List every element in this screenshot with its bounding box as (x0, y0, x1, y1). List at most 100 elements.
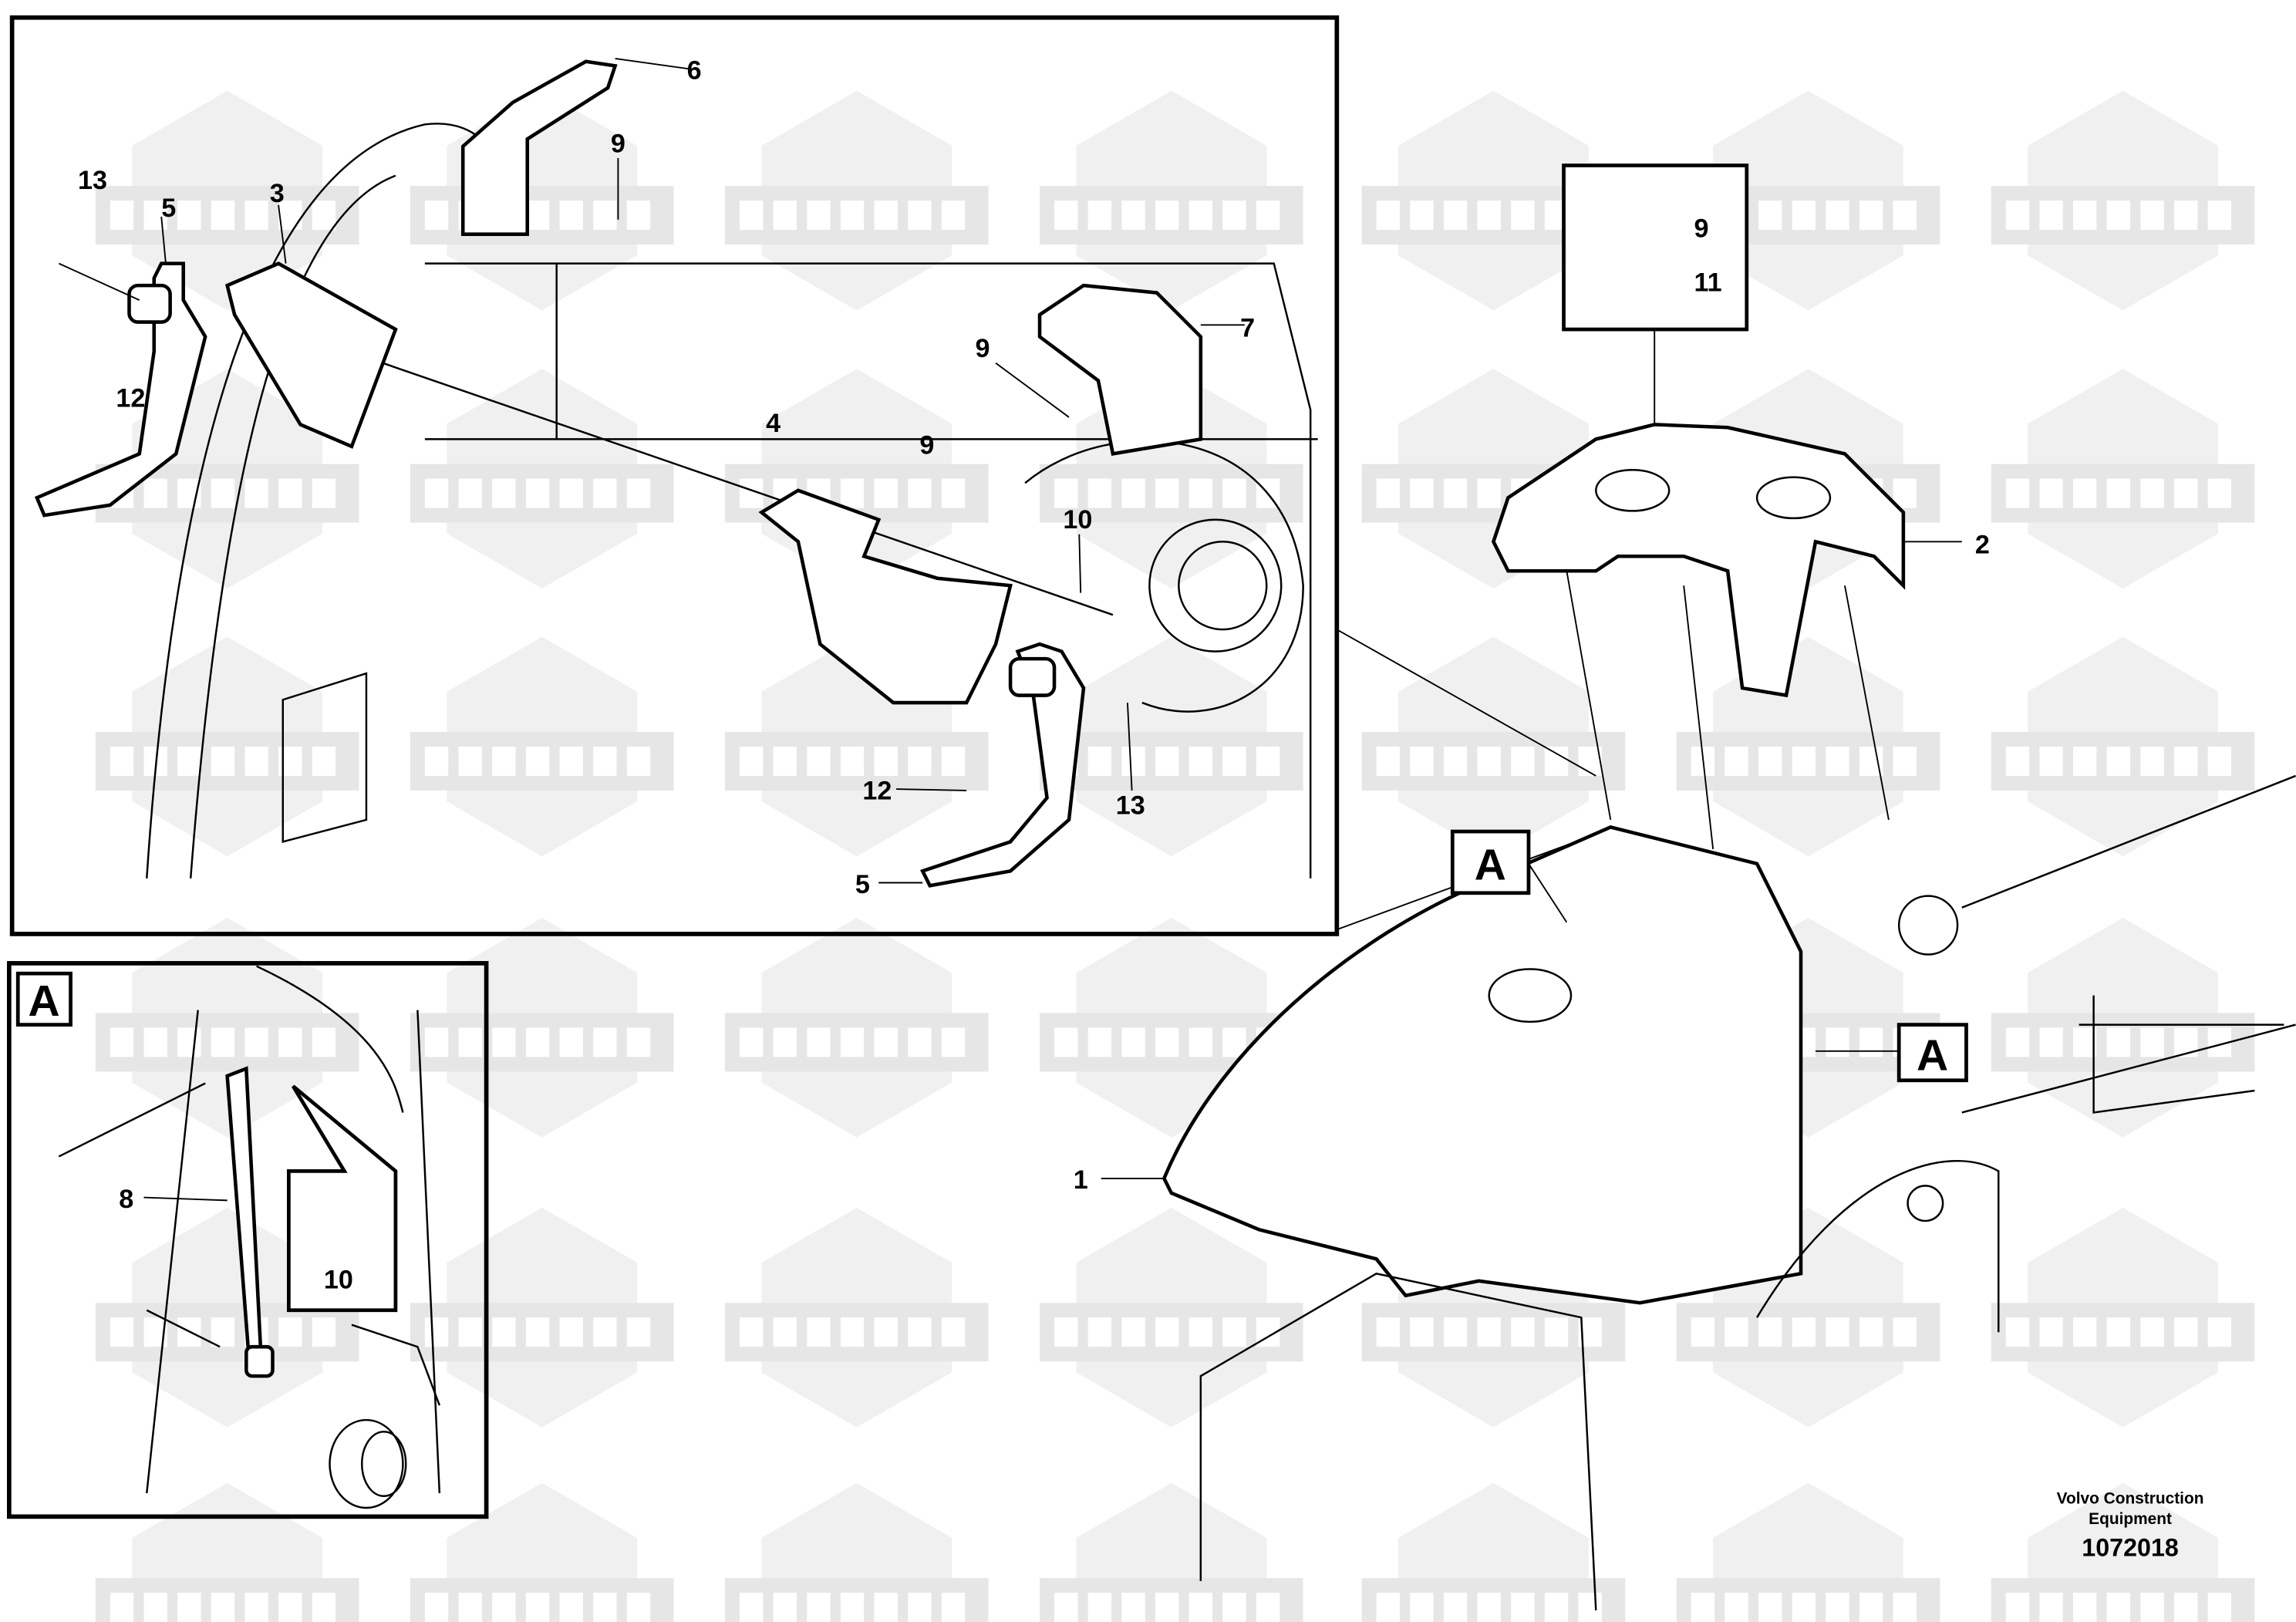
watermark-letter-block (1256, 746, 1280, 776)
view-a-marker: A (1475, 841, 1506, 890)
watermark-letter-block (840, 1593, 865, 1622)
watermark-letter-block (2174, 201, 2198, 230)
watermark-letter-block (1087, 1027, 1112, 1057)
callout-labels: 6 9 13 5 3 12 7 9 4 9 10 13 12 5 8 10 9 … (29, 56, 1990, 1294)
view-a-label: A (29, 976, 60, 1026)
watermark-letter-block (2073, 1317, 2097, 1347)
watermark-letter-block (1087, 1593, 1112, 1622)
watermark-letter-block (840, 478, 865, 508)
callout-9: 9 (611, 129, 625, 158)
watermark-letter-block (1826, 1027, 1849, 1057)
watermark-letter-block (2073, 746, 2097, 776)
watermark-letter-block (110, 1317, 134, 1347)
watermark-letter-block (458, 746, 482, 776)
watermark-letter-block (1087, 201, 1112, 230)
watermark-letter-block (941, 1027, 966, 1057)
watermark-letter-block (1222, 1317, 1246, 1347)
watermark-letter-block (2005, 1317, 2030, 1347)
watermark-letter-block (626, 201, 651, 230)
callout-12: 12 (862, 776, 892, 805)
watermark-letter-block (1188, 478, 1213, 508)
watermark-letter-block (2005, 746, 2030, 776)
watermark-letter-block (1376, 746, 1400, 776)
watermark-letter-block (1859, 1027, 1883, 1057)
watermark-letter-block (559, 746, 583, 776)
watermark-letter-block (1087, 478, 1112, 508)
watermark-letter-block (1691, 1317, 1715, 1347)
watermark-letter-block (1893, 1317, 1917, 1347)
watermark-letter-block (1087, 1317, 1112, 1347)
watermark-letter-block (1443, 746, 1468, 776)
watermark-letter-block (1443, 1593, 1468, 1622)
watermark-letter-block (2005, 1593, 2030, 1622)
watermark-letter-block (2005, 1027, 2030, 1057)
watermark-letter-block (1443, 201, 1468, 230)
watermark-letter-block (626, 1317, 651, 1347)
watermark-letter-block (110, 746, 134, 776)
watermark-letter-block (1578, 1593, 1602, 1622)
view-a-marker: A (1917, 1030, 1948, 1080)
watermark-letter-block (1188, 1027, 1213, 1057)
watermark-letter-block (1121, 1027, 1145, 1057)
watermark-letter-block (312, 1593, 336, 1622)
watermark-letter-block (1155, 478, 1179, 508)
watermark-letter-block (941, 1317, 966, 1347)
watermark-letter-block (1376, 1593, 1400, 1622)
watermark-letter-block (424, 201, 449, 230)
watermark-letter-block (1893, 201, 1917, 230)
watermark-letter-block (143, 201, 167, 230)
callout-12: 12 (116, 384, 145, 413)
callout-9: 9 (919, 430, 934, 460)
watermark-letter-block (424, 1027, 449, 1057)
watermark-letter-block (908, 1027, 932, 1057)
watermark-letter-block (278, 1027, 302, 1057)
watermark-letter-block (1792, 1593, 1816, 1622)
watermark-letter-block (1188, 1317, 1213, 1347)
watermark-letter-block (278, 201, 302, 230)
watermark-letter-block (312, 746, 336, 776)
callout-6: 6 (687, 56, 702, 85)
watermark-letter-block (1725, 1317, 1748, 1347)
watermark-letter-block (2106, 746, 2131, 776)
watermark-letter-block (840, 746, 865, 776)
watermark-letter-block (525, 1317, 550, 1347)
callout-7: 7 (1240, 314, 1255, 343)
watermark-letter-block (2073, 1593, 2097, 1622)
watermark-letter-block (2140, 1593, 2164, 1622)
watermark-letter-block (1376, 1317, 1400, 1347)
watermark-letter-block (492, 1027, 516, 1057)
watermark-letter-block (211, 1593, 235, 1622)
watermark-letter-block (593, 1593, 617, 1622)
footer: Volvo Construction Equipment 1072018 (2057, 1489, 2204, 1561)
watermark-letter-block (1477, 201, 1501, 230)
watermark-letter-block (492, 746, 516, 776)
watermark-letter-block (2005, 201, 2030, 230)
watermark-letter-block (2073, 478, 2097, 508)
watermark-letter-block (2039, 1317, 2063, 1347)
watermark-letter-block (626, 478, 651, 508)
watermark-letter-block (424, 478, 449, 508)
watermark-letter-block (1893, 1593, 1917, 1622)
watermark-letter-block (1222, 1593, 1246, 1622)
watermark-letter-block (2174, 1593, 2198, 1622)
callout-13: 13 (78, 166, 107, 195)
watermark-letter-block (807, 1027, 831, 1057)
watermark-letter-block (2140, 1317, 2164, 1347)
watermark-letter-block (739, 201, 764, 230)
watermark-letter-block (492, 478, 516, 508)
watermark-letter-block (1222, 1027, 1246, 1057)
watermark-letter-block (1477, 746, 1501, 776)
watermark-letter-block (1410, 1593, 1434, 1622)
watermark-letter-block (1443, 478, 1468, 508)
watermark-letter-block (1477, 478, 1501, 508)
company-name-line1: Volvo Construction (2057, 1489, 2204, 1507)
watermark-letter-block (458, 1317, 482, 1347)
watermark-letter-block (278, 478, 302, 508)
watermark-letter-block (593, 746, 617, 776)
watermark-letter-block (312, 201, 336, 230)
watermark-letter-block (1725, 746, 1748, 776)
watermark-letter-block (626, 746, 651, 776)
watermark-letter-block (626, 1593, 651, 1622)
watermark-letter-block (110, 201, 134, 230)
watermark-letter-block (2207, 1593, 2232, 1622)
